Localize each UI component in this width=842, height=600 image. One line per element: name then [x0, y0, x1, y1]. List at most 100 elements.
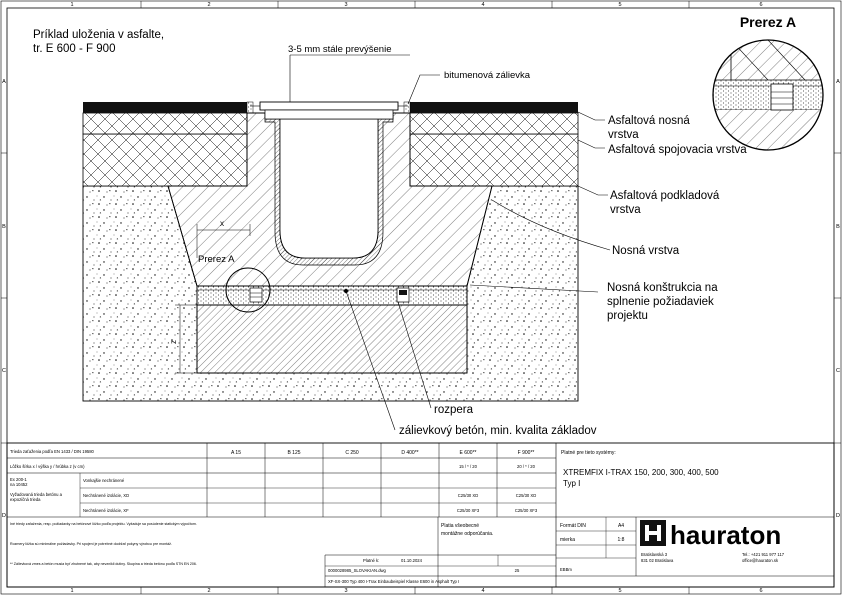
grid-col-5-bottom: 5: [618, 588, 621, 594]
asphalt-surface-left: [83, 102, 247, 113]
section-a-marker: [225, 267, 271, 313]
callout-overhang: 3-5 mm stále prevýšenie: [288, 44, 391, 55]
tb-scale-value: 1:8: [618, 537, 625, 543]
grid-row-c-left: C: [2, 368, 6, 374]
grid-col-6-bottom: 6: [759, 588, 762, 594]
tb-scale-label: mierka: [560, 537, 575, 543]
tb-class-a15: A 15: [231, 450, 241, 456]
tb-note-1: Iné triedy zaťaženia, resp. požiadavky n…: [10, 522, 197, 526]
grid-col-1-top: 1: [70, 2, 73, 8]
callout-leaders: [289, 54, 611, 431]
bitumen-seal-left: [246, 101, 254, 114]
grid-row-b-right: B: [836, 224, 840, 230]
tb-sheet-no: 25: [515, 568, 520, 573]
grid-col-3-bottom: 3: [344, 588, 347, 594]
grid-col-4-top: 4: [481, 2, 484, 8]
grid-row-d-left: D: [2, 513, 6, 519]
section-a-title: Prerez A: [740, 14, 796, 30]
tb-row3-e600-xf: C25/30 XF3: [457, 508, 480, 513]
spacer-left: [249, 287, 263, 303]
tb-date-label: Platné k:: [363, 558, 379, 563]
tb-row3-f900-xf: C25/30 XF3: [515, 508, 538, 513]
callout-asphalt-base-1: Asfaltová podkladová: [610, 190, 720, 202]
callout-asphalt-base-2: vrstva: [610, 204, 641, 216]
drawing-title-line2: tr. E 600 - F 900: [33, 43, 115, 55]
callout-asphalt-binder: Asfaltová spojovacia vrstva: [608, 144, 747, 156]
section-a-detail: [712, 39, 824, 151]
grid-col-2-bottom: 2: [207, 588, 210, 594]
tb-format-value: A4: [618, 523, 624, 529]
channel-interior: [279, 118, 379, 259]
tb-row3a-label: Ex 200-1: [10, 477, 27, 482]
tb-row3-f900-xd: C25/30 XD: [516, 493, 536, 498]
callout-asphalt-wearing-2: vrstva: [608, 129, 639, 141]
tb-row3b-label: na 10452: [10, 482, 28, 487]
callout-structure-1: Nosná konštrukcia na: [607, 282, 718, 294]
tb-class-d400: D 400**: [401, 450, 418, 456]
tb-author: EBBm: [560, 567, 572, 572]
cross-section: x z Prerez A: [82, 101, 579, 402]
foundation-concrete: [196, 304, 468, 374]
tb-class-b125: B 125: [287, 450, 300, 456]
tb-note-3: ** Zálievková zmes a betón musia byť zhu…: [10, 562, 197, 566]
tb-file-name: 0000028985_SLOVAKIAN.dwg: [328, 568, 387, 573]
tb-class-f900: F 900**: [518, 450, 535, 456]
title-block-text: Trieda zaťaženia podľa EN 1433 / DIN 195…: [10, 449, 785, 584]
grid-row-c-right: C: [836, 368, 840, 374]
dimension-z-label: z: [169, 340, 178, 344]
tb-date-value: 01.10.2024: [401, 558, 423, 563]
grate: [259, 101, 399, 111]
title-block: [6, 442, 835, 588]
drawing-title-line1: Príklad uloženia v asfalte,: [33, 29, 164, 41]
brand-wordmark: hauraton: [670, 520, 781, 550]
grid-col-2-top: 2: [207, 2, 210, 8]
hauraton-logo: hauraton: [640, 520, 781, 550]
tb-phone: Tel.: +421 911 977 117: [742, 552, 785, 557]
tb-systems-label: Platné pre tieto systémy:: [561, 450, 616, 456]
grid-row-a-right: A: [836, 79, 840, 85]
tb-row2-f900: 20 / * / 20: [517, 464, 536, 469]
tb-row3d-label: expozičná trieda: [10, 497, 41, 502]
grid-col-5-top: 5: [618, 2, 621, 8]
tb-class-c250: C 250: [345, 450, 359, 456]
callout-structure-2: splnenie požiadaviek: [607, 296, 714, 308]
grid-row-b-left: B: [2, 224, 6, 230]
tb-email: office@hauraton.sk: [742, 558, 779, 563]
grid-col-3-top: 3: [344, 2, 347, 8]
tb-plan-label-1: Platia všeobecné: [441, 523, 479, 529]
tb-row3-sub3: Nechránené izolácie, XF: [83, 508, 129, 513]
tb-footer: XF-SX-300 Typ 400 I-Trax Einbaubeispiel …: [328, 579, 459, 584]
tb-row3-sub1: Vonkajšie nechránené: [83, 478, 125, 483]
grid-row-a-left: A: [2, 79, 6, 85]
callout-bearing-layer: Nosná vrstva: [612, 245, 680, 257]
dimension-x-label: x: [220, 219, 224, 228]
grid-row-d-right: D: [836, 513, 840, 519]
grid-col-1-bottom: 1: [70, 588, 73, 594]
tb-row3-sub2: Nechránené izolácie, XD: [83, 493, 129, 498]
bitumen-seal-right: [403, 101, 411, 114]
tb-row3-e600-xd: C25/30 XD: [458, 493, 478, 498]
tb-row3c-label: Vyžadovaná trieda betónu a: [10, 492, 63, 497]
asphalt-surface-right: [410, 102, 578, 113]
tb-system-type: Typ I: [563, 479, 580, 488]
tb-class-e600: E 600**: [460, 450, 477, 456]
grate-frame: [264, 109, 394, 120]
tb-note-2: Rozmery lôžka sú minimálne požiadavky. P…: [10, 542, 172, 546]
tb-format-label: Formát DIN: [560, 523, 586, 529]
grid-col-4-bottom: 4: [481, 588, 484, 594]
callout-structure-3: projektu: [607, 310, 648, 322]
bedding-layer: [196, 285, 468, 306]
tb-address-2: 831 02 Bratislava: [641, 558, 674, 563]
tb-row1-label: Trieda zaťaženia podľa EN 1433 / DIN 195…: [10, 449, 95, 454]
callout-asphalt-wearing-1: Asfaltová nosná: [608, 115, 690, 127]
section-a-callout: Prerez A: [198, 254, 235, 265]
tb-plan-label-2: montážne odporúčania.: [441, 531, 493, 537]
tb-system-name: XTREMFIX I-TRAX 150, 200, 300, 400, 500: [563, 468, 719, 477]
tb-address-1: Bratislavská 3: [641, 552, 668, 557]
callout-bitumen: bitumenová zálievka: [444, 70, 531, 81]
